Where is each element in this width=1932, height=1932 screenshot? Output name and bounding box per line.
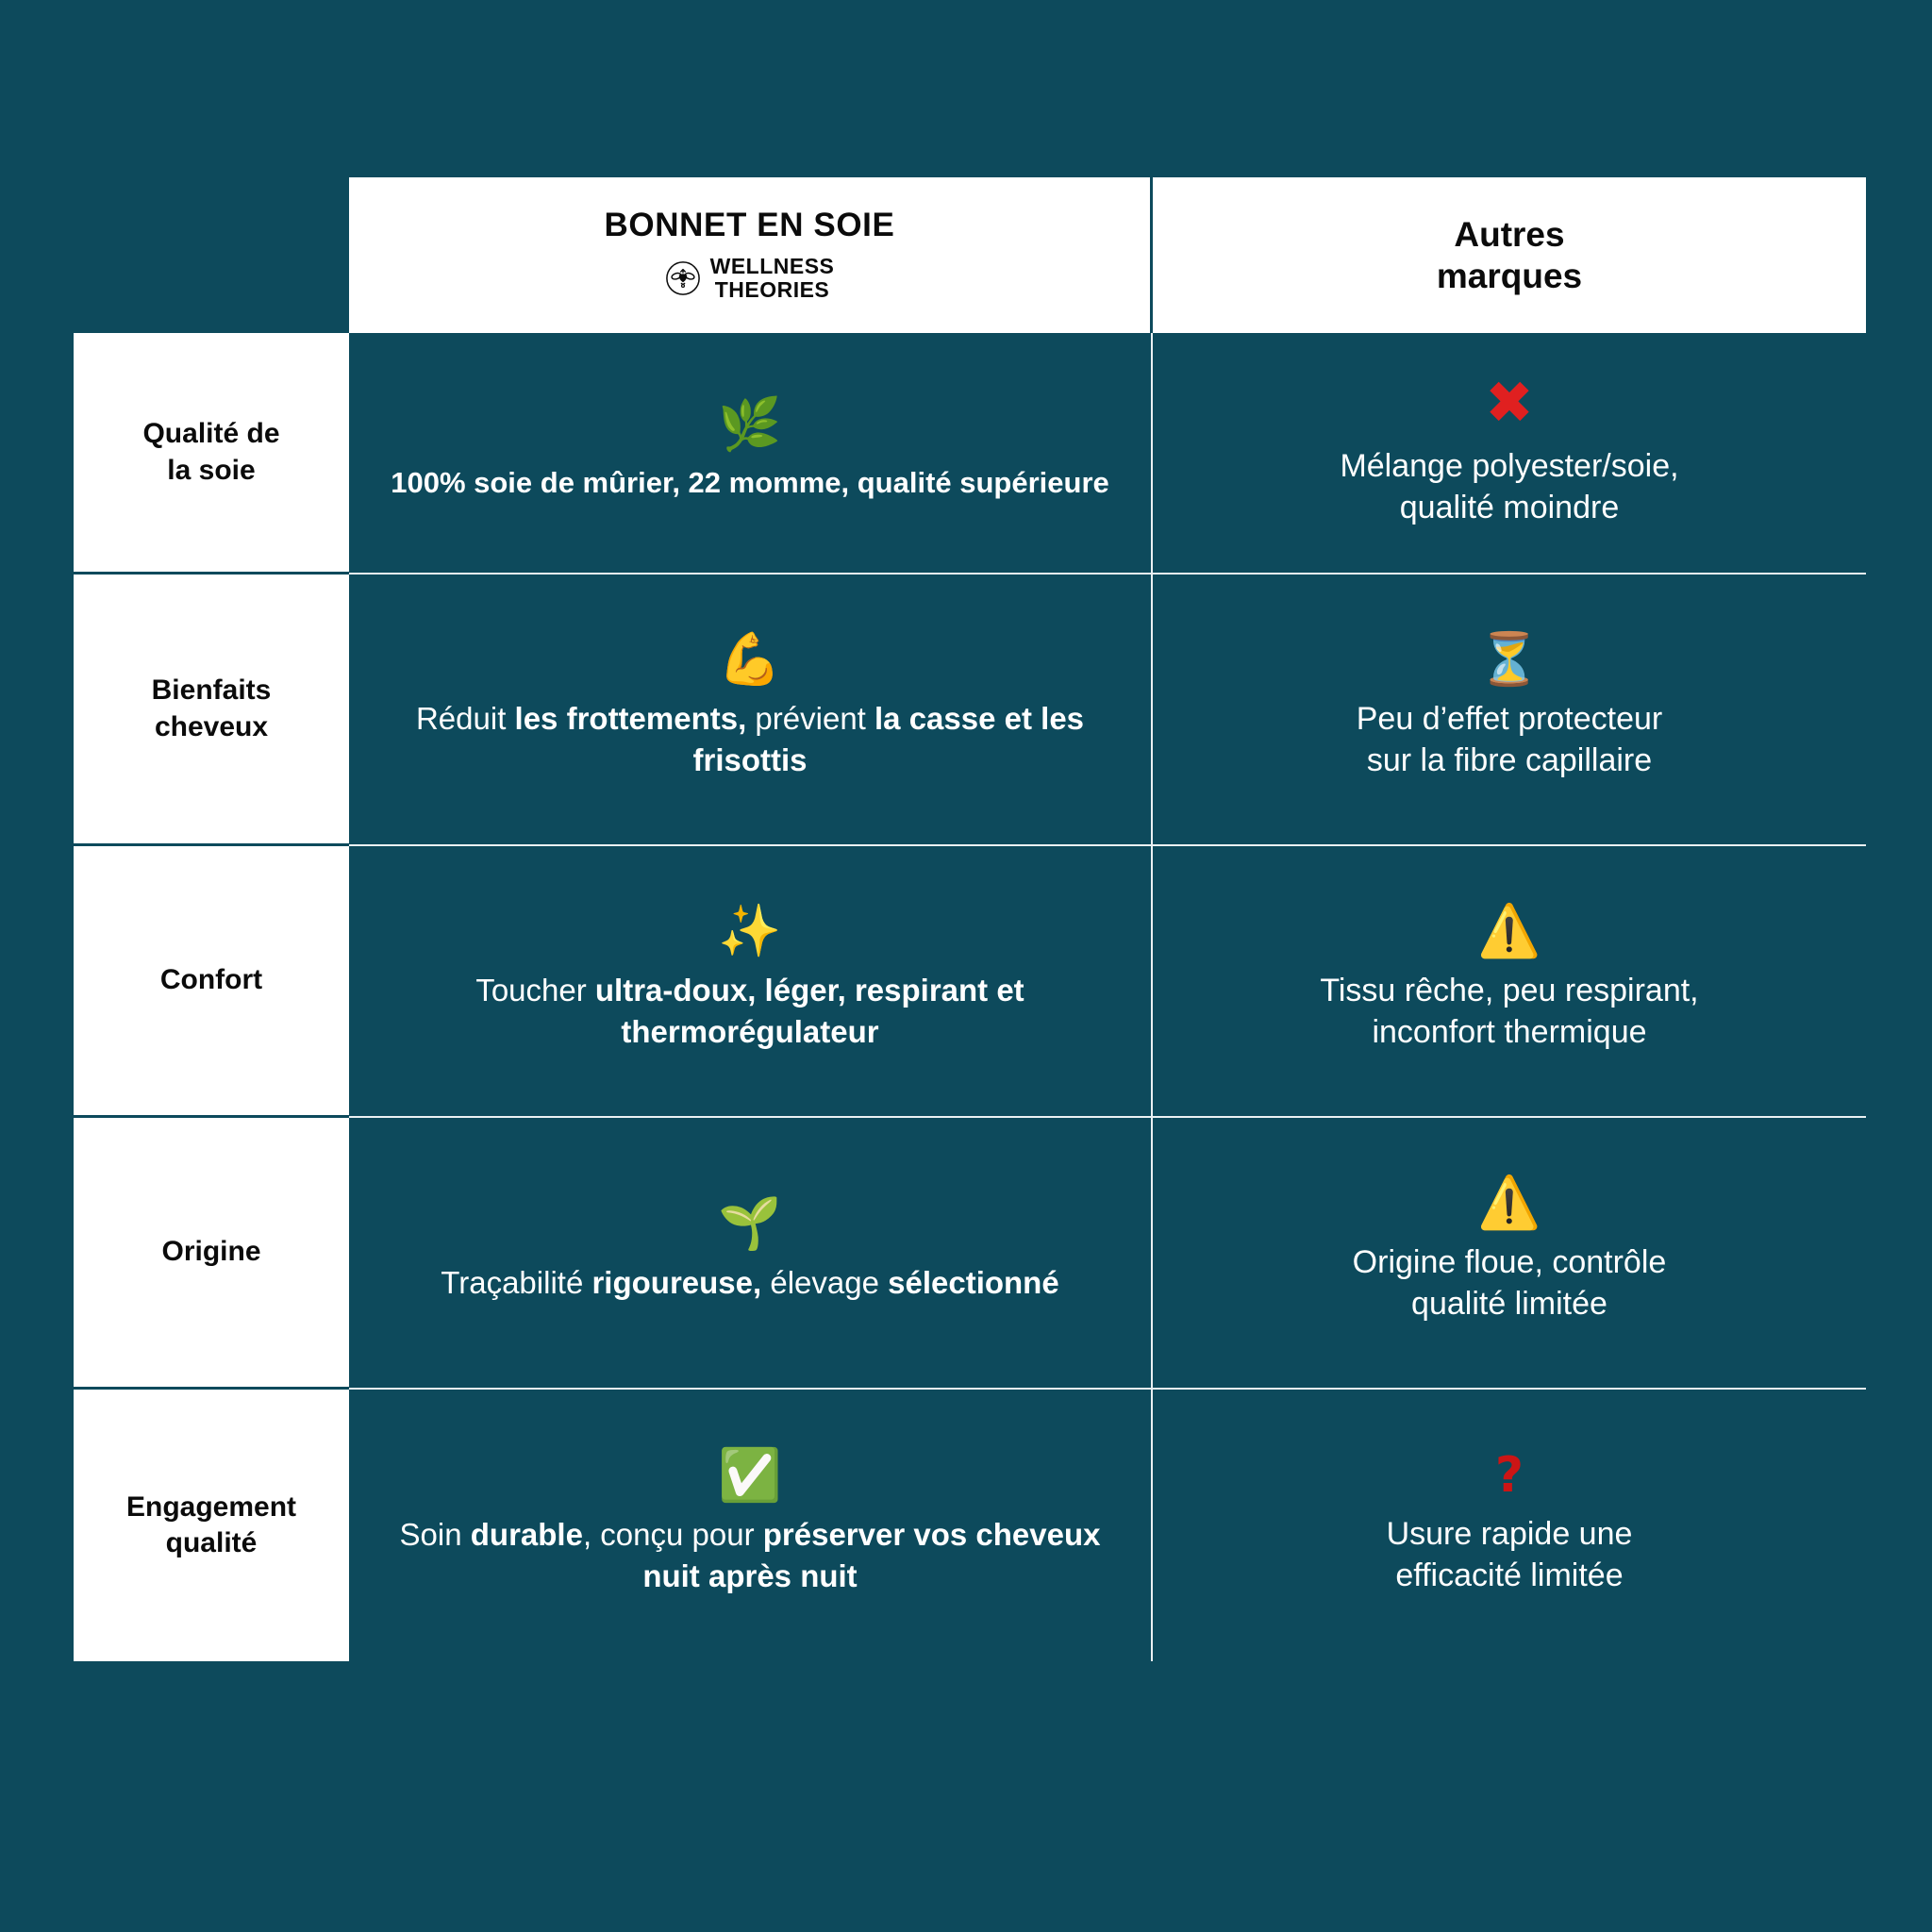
- row-label: Bienfaits cheveux: [74, 575, 349, 846]
- warning-icon: ⚠️: [1477, 900, 1541, 960]
- brand-cell-text: Réduit les frottements, prévient la cass…: [415, 701, 1085, 777]
- other-title-line1: Autres: [1454, 214, 1565, 254]
- other-cell: ⚠️ Origine floue, contrôle qualité limit…: [1153, 1118, 1866, 1390]
- brand-column-title: BONNET EN SOIE: [604, 207, 895, 243]
- other-cell-line1: Peu d’effet protecteur: [1356, 700, 1663, 737]
- table-row: Engagement qualité ✅ Soin durable, conçu…: [74, 1390, 1866, 1661]
- other-cell: ⚠️ Tissu rêche, peu respirant, inconfort…: [1153, 846, 1866, 1118]
- header-brand-column: BONNET EN SOIE: [349, 177, 1153, 333]
- row-label-line1: Confort: [159, 964, 263, 996]
- herb-icon: 🌿: [718, 394, 782, 455]
- other-column-title: Autres marques: [1437, 214, 1582, 296]
- check-mark-icon: ✅: [718, 1445, 782, 1506]
- question-mark-icon: ?: [1494, 1446, 1524, 1504]
- brand-cell-text: Traçabilité rigoureuse, élevage sélectio…: [441, 1265, 1059, 1301]
- other-cell-line1: Origine floue, contrôle: [1352, 1243, 1667, 1280]
- other-cell-line2: efficacité limitée: [1395, 1557, 1624, 1593]
- row-label: Qualité de la soie: [74, 333, 349, 575]
- brand-cell: 🌿 100% soie de mûrier, 22 momme, qualité…: [349, 333, 1153, 575]
- other-cell-line1: Tissu rêche, peu respirant,: [1320, 972, 1699, 1008]
- brand-logo-text: WELLNESS THEORIES: [709, 253, 835, 304]
- header-other-column: Autres marques: [1153, 177, 1866, 333]
- brand-cell-text: Toucher ultra-doux, léger, respirant et …: [475, 973, 1024, 1049]
- row-label-line1: Qualité de: [142, 418, 280, 450]
- brand-cell: ✅ Soin durable, conçu pour préserver vos…: [349, 1390, 1153, 1661]
- flexed-biceps-icon: 💪: [718, 629, 782, 690]
- warning-icon: ⚠️: [1477, 1172, 1541, 1232]
- table-row: Origine 🌱 Traçabilité rigoureuse, élevag…: [74, 1118, 1866, 1390]
- other-cell-text: Origine floue, contrôle qualité limitée: [1353, 1241, 1667, 1324]
- brand-cell: ✨ Toucher ultra-doux, léger, respirant e…: [349, 846, 1153, 1118]
- other-cell: ? Usure rapide une efficacité limitée: [1153, 1390, 1866, 1661]
- other-cell-line2: inconfort thermique: [1372, 1014, 1647, 1050]
- brand-cell: 💪 Réduit les frottements, prévient la ca…: [349, 575, 1153, 846]
- brand-logo: WELLNESS THEORIES: [665, 253, 835, 304]
- other-cell-line2: sur la fibre capillaire: [1366, 742, 1653, 778]
- row-label-line2: qualité: [165, 1527, 258, 1558]
- brand-logo-line2: THEORIES: [714, 277, 830, 303]
- other-cell-text: Tissu rêche, peu respirant, inconfort th…: [1320, 970, 1698, 1053]
- other-cell: ⏳ Peu d’effet protecteur sur la fibre ca…: [1153, 575, 1866, 846]
- table-row: Bienfaits cheveux 💪 Réduit les frottemen…: [74, 575, 1866, 846]
- row-label-line1: Engagement: [125, 1491, 297, 1523]
- other-cell-text: Peu d’effet protecteur sur la fibre capi…: [1357, 698, 1662, 781]
- comparison-table: BONNET EN SOIE: [74, 177, 1866, 1661]
- hourglass-icon: ⏳: [1477, 628, 1541, 689]
- header-empty-corner: [74, 177, 349, 333]
- row-label-line2: cheveux: [154, 710, 269, 742]
- other-cell-line1: Usure rapide une: [1386, 1515, 1633, 1552]
- other-cell-line2: qualité moindre: [1399, 490, 1620, 525]
- brand-cell: 🌱 Traçabilité rigoureuse, élevage sélect…: [349, 1118, 1153, 1390]
- table-row: Confort ✨ Toucher ultra-doux, léger, res…: [74, 846, 1866, 1118]
- row-label-line1: Origine: [161, 1236, 261, 1268]
- seedling-icon: 🌱: [718, 1193, 782, 1254]
- brand-cell-text: Soin durable, conçu pour préserver vos c…: [399, 1517, 1101, 1593]
- brand-cell-text: 100% soie de mûrier, 22 momme, qualité s…: [391, 466, 1109, 500]
- other-title-line2: marques: [1436, 256, 1583, 295]
- row-label: Origine: [74, 1118, 349, 1390]
- row-label: Confort: [74, 846, 349, 1118]
- row-label-line2: la soie: [167, 454, 256, 486]
- cross-mark-icon: ✖: [1485, 367, 1534, 437]
- other-cell: ✖ Mélange polyester/soie, qualité moindr…: [1153, 333, 1866, 575]
- brand-logo-line1: WELLNESS: [709, 253, 835, 278]
- row-label-line1: Bienfaits: [151, 675, 272, 707]
- other-cell-line1: Mélange polyester/soie,: [1340, 447, 1679, 484]
- table-row: Qualité de la soie 🌿 100% soie de mûrier…: [74, 333, 1866, 575]
- table-header-row: BONNET EN SOIE: [74, 177, 1866, 333]
- other-cell-text: Mélange polyester/soie, qualité moindre: [1340, 445, 1678, 528]
- sparkles-icon: ✨: [718, 901, 782, 961]
- bee-logo-icon: [665, 260, 701, 296]
- other-cell-line2: qualité limitée: [1411, 1286, 1607, 1322]
- row-label: Engagement qualité: [74, 1390, 349, 1661]
- other-cell-text: Usure rapide une efficacité limitée: [1387, 1513, 1633, 1596]
